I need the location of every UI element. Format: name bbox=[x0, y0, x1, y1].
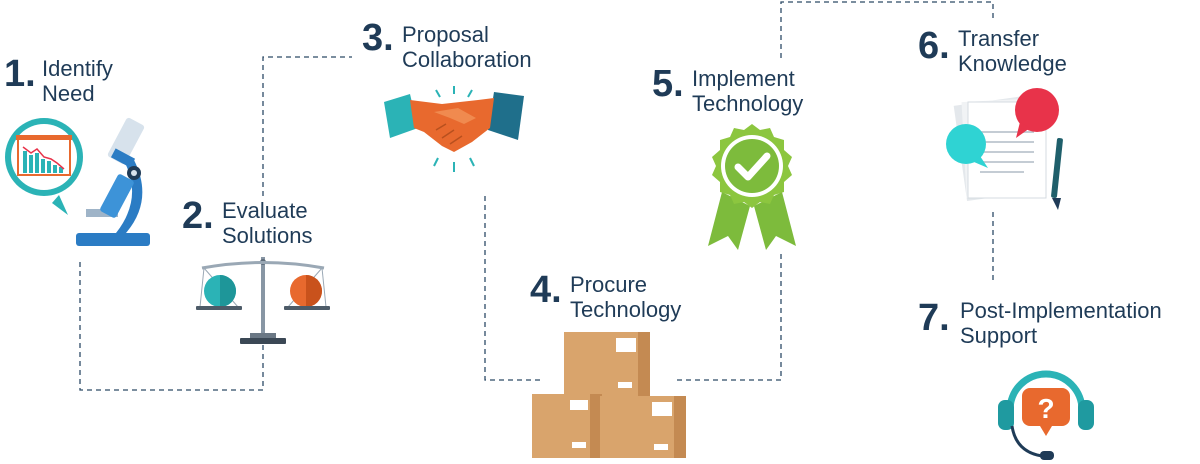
step-label: Implement Technology bbox=[692, 66, 803, 116]
step-label-line2: Support bbox=[960, 323, 1038, 348]
step-procure-technology: 4. Procure Technology bbox=[530, 270, 710, 330]
connector-3-4 bbox=[484, 196, 540, 381]
step-number: 3. bbox=[362, 17, 394, 59]
headset-support-icon: ? bbox=[998, 370, 1094, 460]
step-label-line2: Knowledge bbox=[958, 51, 1067, 76]
connector-2-3 bbox=[262, 56, 352, 196]
step-label: Transfer Knowledge bbox=[958, 26, 1067, 76]
step-label-line2: Solutions bbox=[222, 223, 313, 248]
handshake-icon bbox=[384, 86, 524, 172]
step-number: 4. bbox=[530, 269, 562, 311]
step-label-line1: Post-Implementation bbox=[960, 298, 1162, 323]
step-number: 2. bbox=[182, 195, 214, 237]
connector-4-5 bbox=[677, 250, 782, 381]
boxes-icon bbox=[532, 332, 686, 458]
microscope-chart-icon bbox=[5, 117, 150, 246]
step-label-line1: Procure bbox=[570, 272, 648, 297]
step-implement-technology: 5. Implement Technology bbox=[652, 64, 832, 124]
step-evaluate-solutions: 2. Evaluate Solutions bbox=[182, 196, 352, 256]
step-label-line1: Identify bbox=[42, 56, 113, 81]
step-label-line2: Collaboration bbox=[402, 47, 532, 72]
step-number: 6. bbox=[918, 25, 950, 67]
step-label-line1: Evaluate bbox=[222, 198, 308, 223]
connector-5-6 bbox=[780, 1, 994, 58]
step-label-line1: Transfer bbox=[958, 26, 1040, 51]
documents-chat-icon bbox=[946, 88, 1063, 210]
step-label-line2: Technology bbox=[570, 297, 682, 322]
svg-text:?: ? bbox=[1037, 393, 1054, 424]
step-number: 1. bbox=[4, 53, 36, 95]
connector-1-2 bbox=[79, 262, 264, 391]
step-post-implementation-support: 7. Post-Implementation Support bbox=[918, 298, 1198, 358]
step-label: Procure Technology bbox=[570, 272, 681, 322]
award-ribbon-icon bbox=[708, 124, 796, 250]
step-label-line2: Need bbox=[42, 81, 95, 106]
step-label-line2: Technology bbox=[692, 91, 804, 116]
step-number: 7. bbox=[918, 297, 950, 339]
step-label: Evaluate Solutions bbox=[222, 198, 313, 248]
step-label: Proposal Collaboration bbox=[402, 22, 532, 72]
step-identify-need: 1. Identify Need bbox=[4, 54, 174, 114]
step-label-line1: Implement bbox=[692, 66, 795, 91]
step-label: Post-Implementation Support bbox=[960, 298, 1162, 348]
step-number: 5. bbox=[652, 63, 684, 105]
step-proposal-collaboration: 3. Proposal Collaboration bbox=[362, 18, 562, 78]
balance-scale-icon bbox=[196, 257, 330, 344]
step-transfer-knowledge: 6. Transfer Knowledge bbox=[918, 26, 1098, 86]
step-label: Identify Need bbox=[42, 56, 113, 106]
step-label-line1: Proposal bbox=[402, 22, 489, 47]
